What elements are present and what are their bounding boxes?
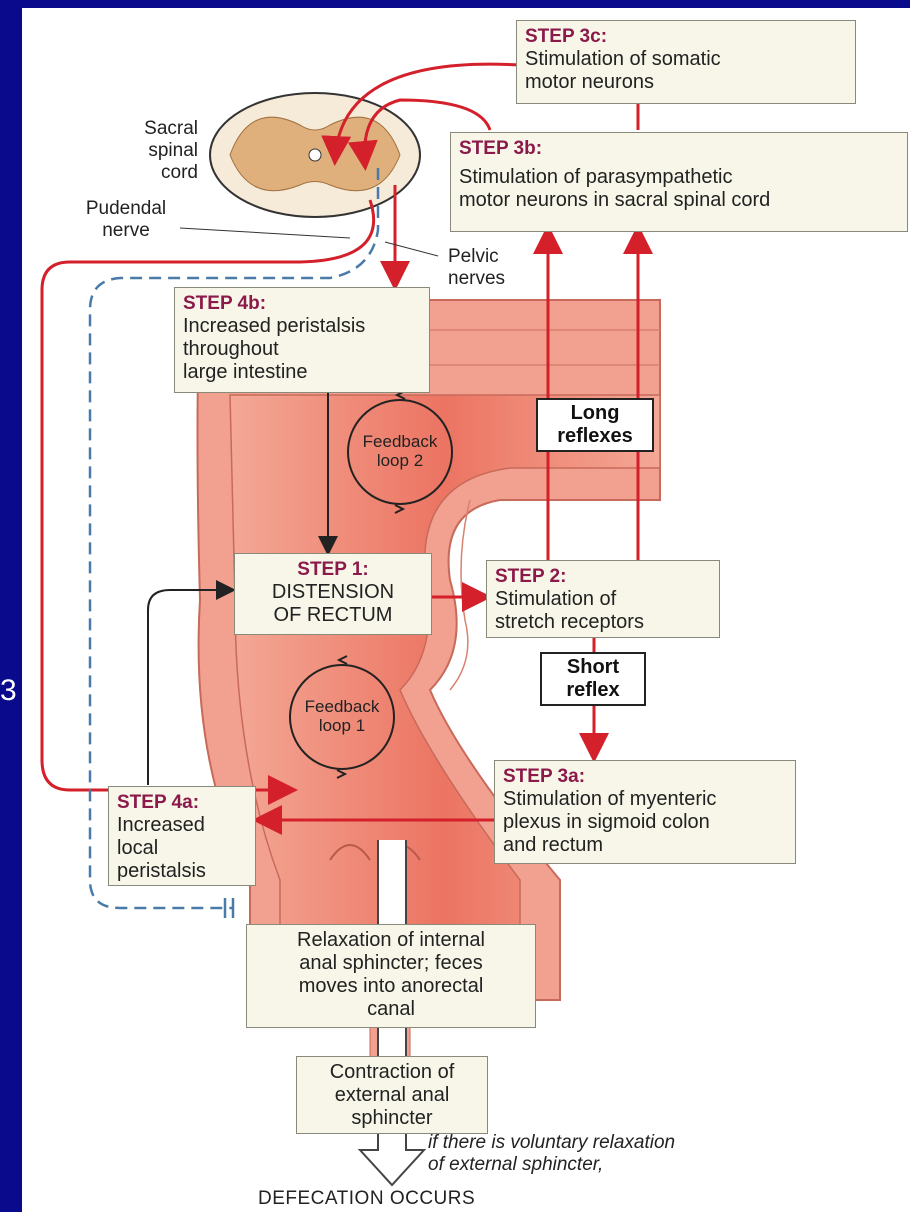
step-1-box: STEP 1: DISTENSION OF RECTUM	[234, 553, 432, 635]
step-1-title: STEP 1:	[243, 558, 423, 581]
frame-top	[0, 0, 910, 8]
step-2-title: STEP 2:	[495, 565, 711, 588]
step-3c-box: STEP 3c: Stimulation of somatic motor ne…	[516, 20, 856, 104]
defecation-occurs-label: DEFECATION OCCURS	[258, 1188, 475, 1210]
spinal-cord-icon	[210, 93, 420, 217]
voluntary-relaxation-note: if there is voluntary relaxation of exte…	[428, 1132, 675, 1176]
step-4b-title: STEP 4b:	[183, 292, 421, 315]
step-3b-title: STEP 3b:	[459, 137, 899, 160]
feedback-loop-2-label: Feedback loop 2	[358, 432, 442, 470]
step-3c-title: STEP 3c:	[525, 25, 847, 48]
side-mark: 3	[0, 680, 17, 702]
sacral-spinal-cord-label: Sacral spinal cord	[112, 118, 198, 184]
frame-left	[0, 0, 22, 1212]
feedback-loop-1-label: Feedback loop 1	[300, 697, 384, 735]
step-2-box: STEP 2: Stimulation of stretch receptors	[486, 560, 720, 638]
step-4a-title: STEP 4a:	[117, 791, 247, 814]
step-4a-box: STEP 4a: Increased local peristalsis	[108, 786, 256, 886]
pelvic-nerves-label: Pelvic nerves	[448, 246, 505, 290]
step-3a-title: STEP 3a:	[503, 765, 787, 788]
step-4b-box: STEP 4b: Increased peristalsis throughou…	[174, 287, 430, 393]
step-3a-box: STEP 3a: Stimulation of myenteric plexus…	[494, 760, 796, 864]
contraction-external-sphincter-box: Contraction of external anal sphincter	[296, 1056, 488, 1134]
short-reflex-tag: Short reflex	[540, 652, 646, 706]
pudendal-nerve-label: Pudendal nerve	[76, 198, 176, 242]
long-reflexes-tag: Long reflexes	[536, 398, 654, 452]
step-3b-box: STEP 3b: Stimulation of parasympathetic …	[450, 132, 908, 232]
relaxation-internal-sphincter-box: Relaxation of internal anal sphincter; f…	[246, 924, 536, 1028]
